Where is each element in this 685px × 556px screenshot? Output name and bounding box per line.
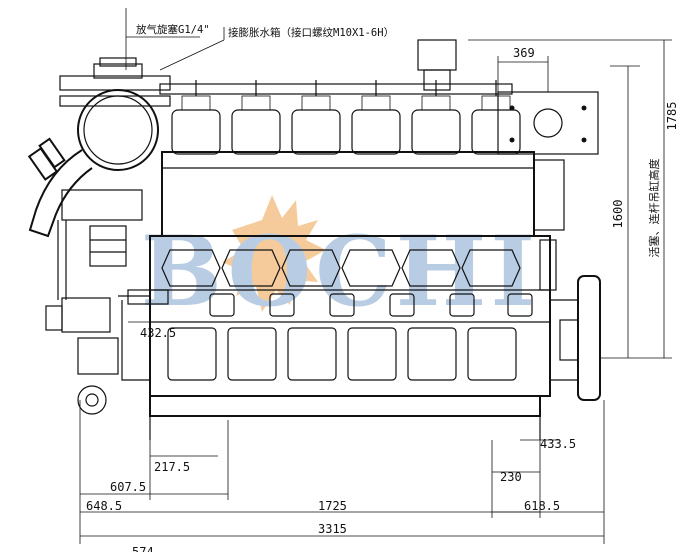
cylinder-heads: [171, 80, 521, 155]
dim-433-5: 433.5: [540, 437, 576, 451]
watermark: BOCHI: [141, 195, 540, 328]
vertical-caption: 活塞、连杆吊缸高度: [647, 159, 661, 258]
dim-217-5: 217.5: [154, 460, 190, 474]
dim-432-5: 432.5: [140, 326, 176, 340]
top-labels: 放气旋塞G1/4" 接膨胀水箱（接口螺纹M10X1-6H）: [125, 8, 394, 71]
front-pumps: [45, 289, 169, 415]
engine-block: [149, 151, 551, 440]
dim-1600: 1600: [611, 200, 625, 229]
dim-648-5: 648.5: [86, 499, 122, 513]
watermark-text: BOCHI: [141, 215, 540, 328]
dim-3315: 3315: [318, 522, 347, 536]
dim-1725: 1725: [318, 499, 347, 513]
crankcase-lower-panels: [167, 327, 517, 381]
dim-618-5: 618.5: [524, 499, 560, 513]
dim-230: 230: [500, 470, 522, 484]
dimension-lines: [79, 39, 672, 544]
dimension-labels: 369 432.5 433.5 217.5 230 607.5 648.5 17…: [86, 46, 679, 556]
dim-574: 574: [132, 545, 154, 552]
dim-369: 369: [513, 46, 535, 60]
access-covers: [209, 293, 533, 317]
crankcase-upper-panels: [161, 249, 521, 287]
vent-plug-label: 放气旋塞G1/4": [136, 23, 210, 36]
expansion-tank-label: 接膨胀水箱（接口螺纹M10X1-6H）: [228, 26, 394, 39]
flywheel: [533, 159, 601, 401]
dim-1785: 1785: [665, 102, 679, 131]
turbocharger: [27, 57, 171, 300]
dim-607-5: 607.5: [110, 480, 146, 494]
